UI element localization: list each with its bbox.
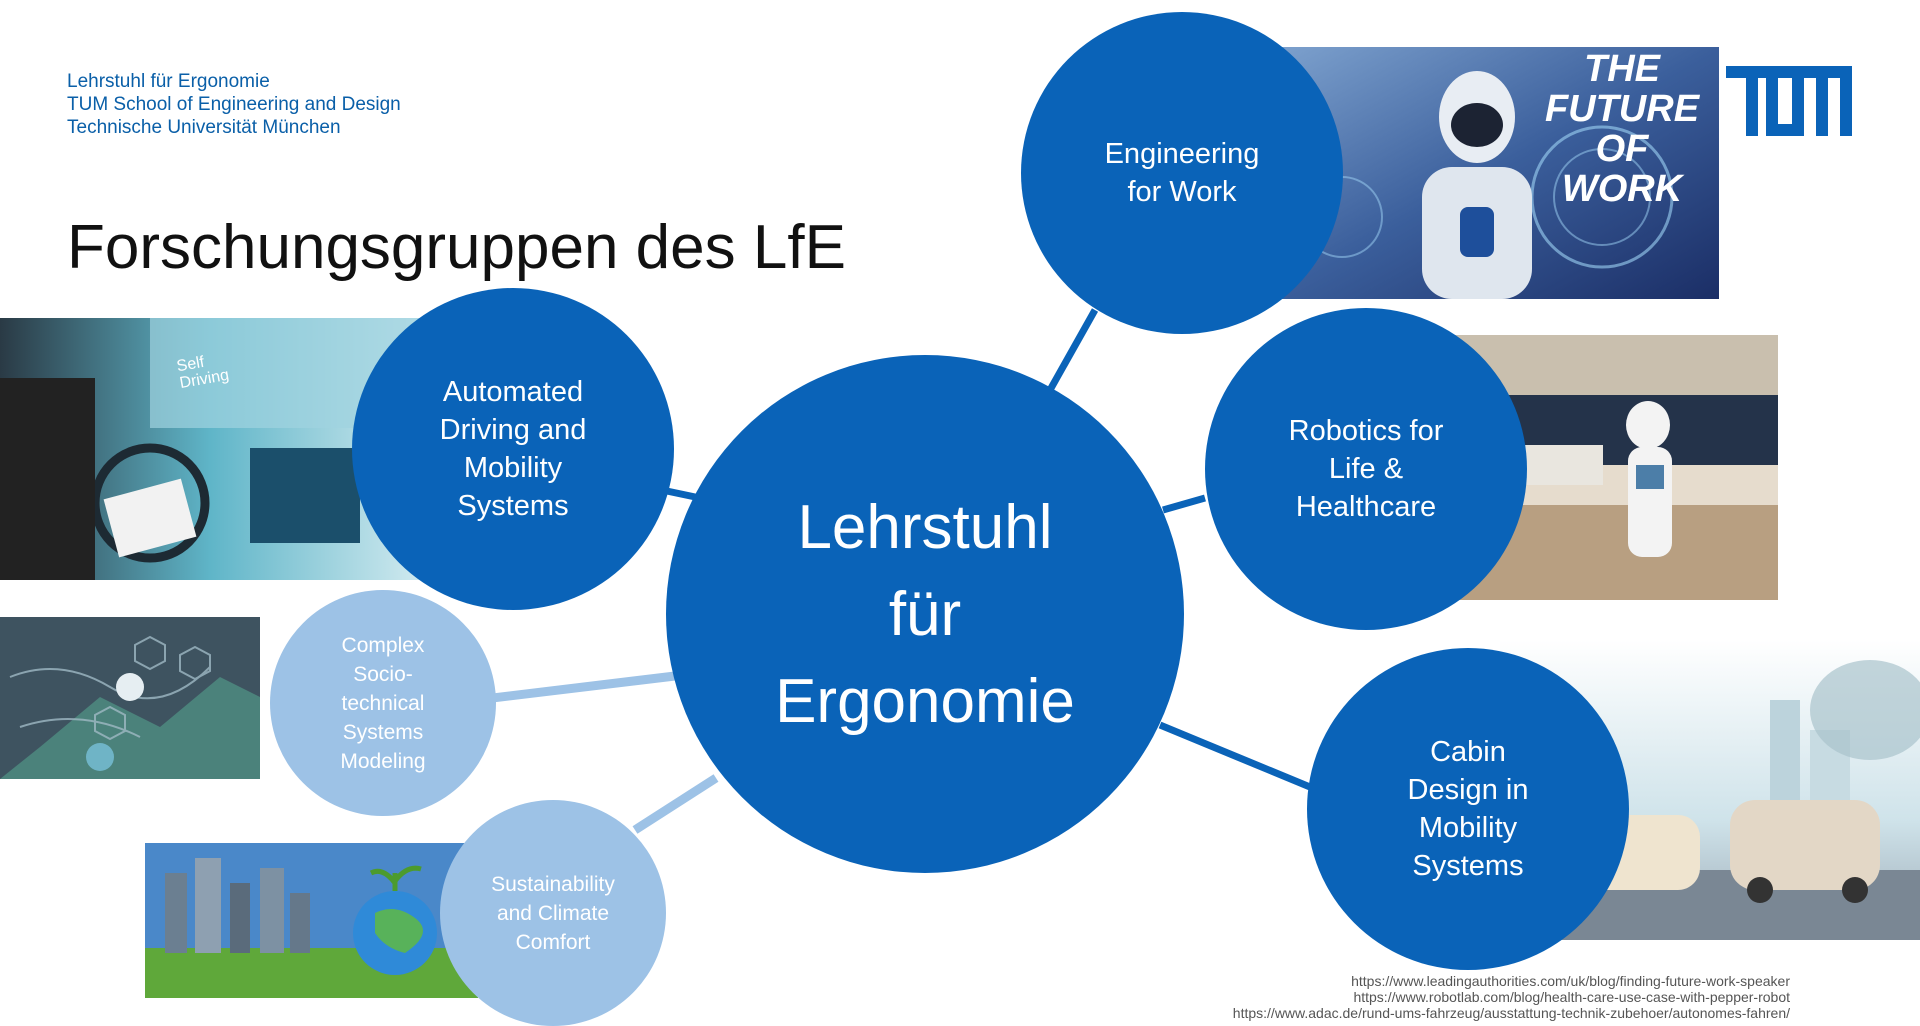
header-line-chair: Lehrstuhl für Ergonomie (67, 71, 270, 92)
connector-sustainability (632, 774, 719, 834)
group-engineering-for-work[interactable]: Engineering for Work (1021, 12, 1343, 334)
header-line-university: Technische Universität München (67, 117, 341, 138)
group-automated-driving[interactable]: Automated Driving and Mobility Systems (352, 288, 674, 610)
sociotechnical-network-image (0, 617, 260, 779)
connector-cabin (1158, 721, 1312, 791)
reference-link[interactable]: https://www.adac.de/rund-ums-fahrzeug/au… (1232, 1005, 1790, 1021)
tum-logo (1726, 66, 1852, 136)
image-references: https://www.leadingauthorities.com/uk/bl… (1233, 973, 1790, 1021)
group-label: Automated Driving and Mobility Systems (439, 376, 587, 522)
reference-link[interactable]: https://www.robotlab.com/blog/health-car… (1353, 989, 1790, 1005)
slide-title: Forschungsgruppen des LfE (67, 213, 846, 282)
group-label: Sustainability and Climate Comfort (491, 872, 615, 954)
self-driving-image: Self Driving (0, 318, 420, 580)
future-of-work-caption: THE FUTURE OF WORK (1544, 48, 1700, 210)
header-line-school: TUM School of Engineering and Design (67, 94, 401, 115)
connector-engineering (1046, 308, 1099, 392)
center-hub-circle: Lehrstuhl für Ergonomie (666, 355, 1184, 873)
group-label: Complex Socio- technical Systems Modelin… (340, 633, 426, 773)
group-label: Engineering for Work (1104, 138, 1260, 208)
reference-link[interactable]: https://www.leadingauthorities.com/uk/bl… (1351, 973, 1790, 989)
center-hub-label: Lehrstuhl für Ergonomie (775, 492, 1075, 736)
group-complex-sociotechnical-systems[interactable]: Complex Socio- technical Systems Modelin… (270, 590, 496, 816)
group-label: Robotics for Life & Healthcare (1288, 415, 1444, 523)
group-sustainability-climate-comfort[interactable]: Sustainability and Climate Comfort (440, 800, 666, 1026)
header-affiliation: Lehrstuhl für Ergonomie TUM School of En… (67, 70, 401, 139)
group-robotics-for-life-healthcare[interactable]: Robotics for Life & Healthcare (1205, 308, 1527, 630)
group-cabin-design[interactable]: Cabin Design in Mobility Systems (1307, 648, 1629, 970)
group-label: Cabin Design in Mobility Systems (1407, 736, 1529, 882)
sustainability-image (145, 843, 478, 998)
connector-robotics (1162, 494, 1206, 514)
